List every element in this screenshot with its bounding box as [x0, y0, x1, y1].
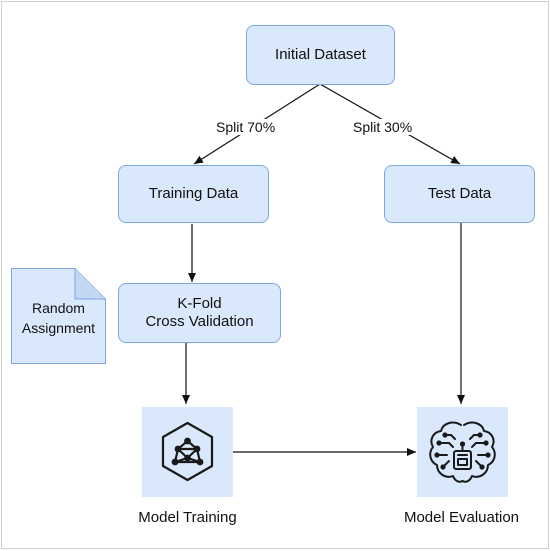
node-test-data-label: Test Data [427, 185, 492, 202]
note-shape [11, 268, 106, 364]
node-kfold-label-line2: Cross Validation [145, 313, 254, 330]
node-initial-dataset-label: Initial Dataset [275, 46, 366, 63]
node-kfold-label-line1: K-Fold [177, 295, 222, 312]
ai-brain-circuit-icon [429, 421, 496, 483]
model-evaluation-caption: Model Evaluation [403, 509, 520, 526]
node-training-data-label: Training Data [148, 185, 239, 202]
model-evaluation-icon-box[interactable] [417, 407, 508, 497]
node-training-data[interactable]: Training Data [118, 165, 269, 223]
node-kfold-cross-validation[interactable]: K-Fold Cross Validation [118, 283, 281, 343]
note-random-assignment[interactable]: Random Assignment [11, 268, 106, 364]
neural-network-hexagon-icon [161, 421, 214, 482]
edge-label-split-30: Split 30% [353, 119, 413, 135]
model-training-caption: Model Training [138, 509, 237, 526]
node-test-data[interactable]: Test Data [384, 165, 535, 223]
node-initial-dataset[interactable]: Initial Dataset [246, 25, 395, 85]
edge-label-split-70: Split 70% [216, 119, 276, 135]
note-label-line1: Random [32, 300, 85, 316]
model-training-icon-box[interactable] [142, 407, 233, 497]
note-label-line2: Assignment [21, 320, 96, 336]
